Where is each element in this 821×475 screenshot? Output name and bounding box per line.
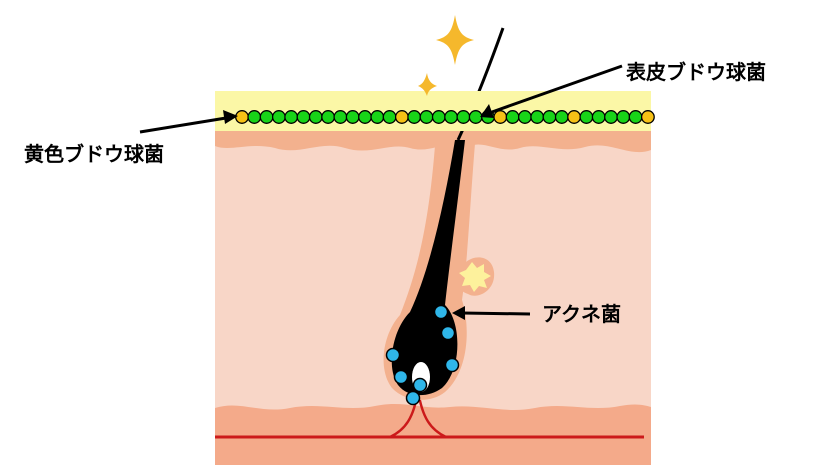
- staph-aureus-bacterium: [567, 110, 582, 124]
- staph-epidermidis-bacterium: [358, 110, 372, 124]
- staph-epidermidis-bacterium: [345, 110, 360, 124]
- staph-epidermidis-bacterium: [505, 110, 520, 124]
- staph-epidermidis-bacterium: [604, 110, 618, 124]
- sparkle-icon: [436, 15, 474, 65]
- annotation-arrows: [139, 64, 623, 320]
- staph-epidermidis-bacterium: [444, 110, 459, 124]
- bacteria-row: [235, 110, 655, 124]
- staph-aureus-bacterium: [394, 110, 409, 124]
- staph-epidermidis-bacterium: [296, 110, 311, 124]
- surface-layer: [215, 91, 651, 131]
- arrow-aureus-head: [223, 110, 238, 124]
- staph-epidermidis-bacterium: [591, 110, 606, 124]
- staph-epidermidis-bacterium: [370, 110, 385, 124]
- arrow-acnes-head: [452, 306, 465, 320]
- arrow-epidermidis-head: [480, 104, 494, 118]
- staph-epidermidis-bacterium: [284, 110, 299, 124]
- staph-epidermidis-bacterium: [456, 110, 471, 124]
- staph-epidermidis-bacterium: [554, 110, 569, 124]
- acne-bacterium: [393, 369, 409, 385]
- staph-epidermidis-bacterium: [247, 110, 262, 124]
- label-staph-epidermidis: 表皮ブドウ球菌: [626, 60, 766, 84]
- arrow-aureus: [139, 116, 227, 134]
- acne-bacteria-cluster: [385, 304, 460, 406]
- staph-epidermidis-bacterium: [530, 110, 545, 124]
- staph-epidermidis-bacterium: [407, 110, 422, 124]
- staph-epidermidis-bacterium: [431, 110, 446, 124]
- sparkle-icon: [418, 73, 437, 96]
- epidermis-edge: [215, 131, 651, 153]
- acne-bacterium: [385, 347, 401, 363]
- acne-bacterium: [440, 325, 456, 341]
- acne-bacterium: [405, 390, 421, 406]
- staph-epidermidis-bacterium: [616, 110, 631, 124]
- sebaceous-gland: [459, 262, 491, 292]
- staph-aureus-bacterium: [235, 110, 249, 124]
- arrow-epidermidis: [491, 64, 623, 114]
- staph-epidermidis-bacterium: [382, 110, 397, 124]
- staph-epidermidis-bacterium: [419, 110, 434, 124]
- staph-epidermidis-bacterium: [579, 110, 594, 124]
- arrow-acnes: [461, 311, 531, 316]
- staph-epidermidis-bacterium: [333, 110, 348, 124]
- acne-bacterium: [444, 357, 460, 373]
- dermis-layer: [215, 404, 651, 465]
- staph-epidermidis-bacterium: [542, 110, 557, 124]
- staph-aureus-bacterium: [493, 110, 508, 124]
- staph-epidermidis-bacterium: [308, 110, 323, 124]
- staph-aureus-bacterium: [640, 110, 655, 124]
- staph-epidermidis-bacterium: [517, 110, 532, 124]
- label-staph-aureus: 黄色ブドウ球菌: [24, 142, 164, 166]
- staph-epidermidis-bacterium: [259, 110, 274, 124]
- staph-epidermidis-bacterium: [271, 110, 286, 124]
- acne-bacterium: [412, 377, 428, 393]
- label-acne-bacteria: アクネ菌: [542, 302, 621, 326]
- acne-bacterium: [433, 304, 449, 320]
- staph-epidermidis-bacterium: [628, 110, 643, 124]
- staph-epidermidis-bacterium: [321, 110, 336, 124]
